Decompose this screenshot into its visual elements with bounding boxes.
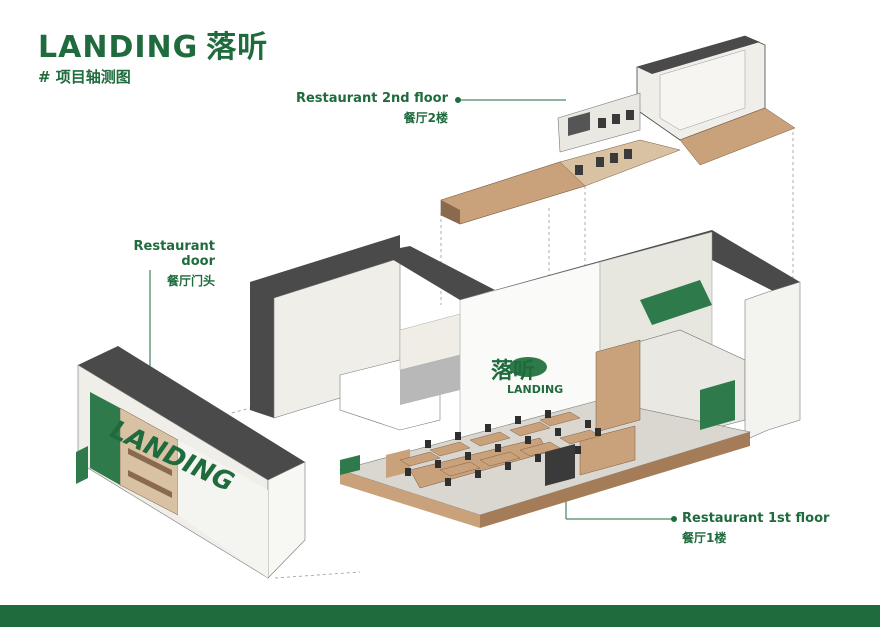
page-subtitle: # 项目轴测图 (38, 68, 131, 86)
brand-name-cn: 落听 (206, 30, 269, 65)
label-restaurant-door: Restaurant door 餐厅门头 (112, 239, 215, 289)
label-door-en: Restaurant door (133, 239, 215, 269)
label-2f-en: Restaurant 2nd floor (295, 91, 448, 106)
dining-tables (399, 411, 601, 477)
wall-logo: 落听 LANDING (491, 357, 563, 396)
label-2f-cn: 餐厅2楼 (403, 111, 448, 125)
second-floor-chairs (575, 110, 634, 175)
label-1f-cn: 餐厅1楼 (682, 531, 727, 545)
brand-name-en: LANDING (38, 30, 199, 65)
dining-chairs (405, 410, 601, 486)
door-facade-model: LANDING (76, 346, 306, 579)
second-floor-model (440, 35, 796, 225)
first-floor-model: 落听 LANDING (250, 230, 801, 528)
projection-lines (231, 132, 794, 579)
label-restaurant-1st-floor: Restaurant 1st floor 餐厅1楼 (682, 511, 829, 546)
wall-logo-cn: 落听 (491, 359, 535, 384)
label-restaurant-2nd-floor: Restaurant 2nd floor 餐厅2楼 (296, 91, 448, 126)
footer-bar (0, 605, 880, 627)
label-door-cn: 餐厅门头 (166, 274, 215, 288)
label-1f-en: Restaurant 1st floor (682, 511, 830, 526)
wall-logo-en: LANDING (507, 383, 563, 396)
